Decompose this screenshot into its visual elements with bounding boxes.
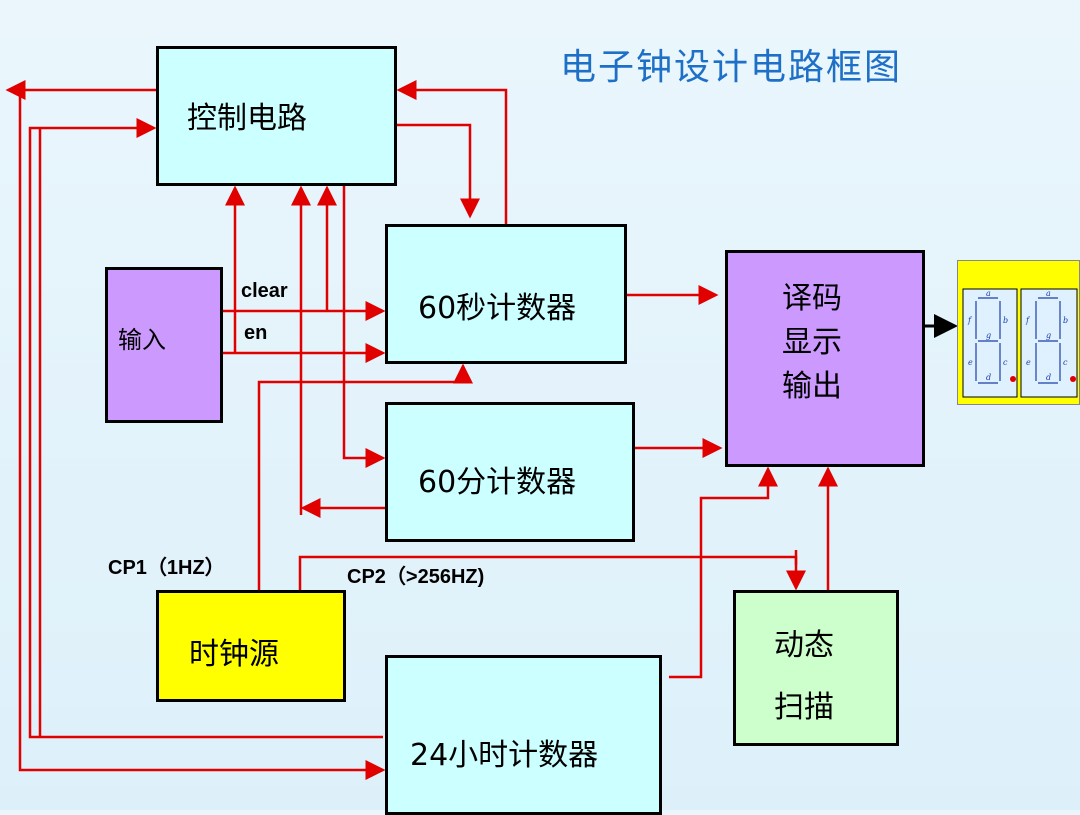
clear-signal-label: clear <box>241 280 288 302</box>
wire-sec-up-to-control <box>396 80 508 224</box>
svg-text:a: a <box>986 289 991 298</box>
dynamic-scan-label: 动态 扫描 <box>774 615 834 739</box>
cp1-signal-label: CP1（1HZ） <box>108 557 225 579</box>
decode-display-block: 译码 显示 输出 <box>725 250 925 467</box>
svg-text:d: d <box>1046 373 1051 382</box>
svg-text:b: b <box>1003 316 1008 325</box>
input-label: 输入 <box>118 326 166 354</box>
svg-text:e: e <box>1026 358 1031 367</box>
hour-counter-label: 24小时计数器 <box>410 738 599 773</box>
wire-hour-to-decode <box>669 466 778 679</box>
wire-control-right-down <box>397 123 480 219</box>
control-circuit-label: 控制电路 <box>187 101 307 136</box>
decode-line-2: 显示 <box>782 325 842 360</box>
seven-segment-icon: a b c d e f g a b c d e f g <box>962 288 1078 398</box>
svg-text:d: d <box>986 373 991 382</box>
wire-cp2 <box>298 555 806 591</box>
svg-text:e: e <box>968 358 973 367</box>
svg-text:f: f <box>1025 316 1031 325</box>
dynamic-scan-block: 动态 扫描 <box>733 590 899 746</box>
svg-text:f: f <box>967 316 973 325</box>
clock-source-block: 时钟源 <box>156 590 346 702</box>
en-signal-label: en <box>244 322 268 344</box>
svg-text:g: g <box>986 331 991 340</box>
input-block: 输入 <box>105 267 223 423</box>
minute-counter-label: 60分计数器 <box>418 465 577 500</box>
scan-line-1: 动态 <box>774 628 834 663</box>
decode-line-1: 译码 <box>782 281 842 316</box>
diagram-title: 电子钟设计电路框图 <box>560 47 903 88</box>
scan-line-2: 扫描 <box>774 690 834 725</box>
svg-text:a: a <box>1046 289 1051 298</box>
wire-left-loop-1 <box>18 90 386 780</box>
wire-ctrl-v4 <box>342 186 386 468</box>
svg-text:g: g <box>1046 331 1051 340</box>
wire-left-loop-2 <box>28 118 383 739</box>
second-counter-block: 60秒计数器 <box>385 224 627 364</box>
decode-display-label: 译码 显示 输出 <box>782 277 842 409</box>
control-circuit-block: 控制电路 <box>156 46 397 186</box>
svg-text:c: c <box>1003 358 1008 367</box>
wire-cp1 <box>257 363 473 590</box>
decode-line-3: 输出 <box>782 369 842 404</box>
seven-segment-display: a b c d e f g a b c d e f g <box>957 260 1080 405</box>
svg-text:b: b <box>1063 316 1068 325</box>
cp2-signal-label: CP2（>256HZ) <box>347 566 485 588</box>
second-counter-label: 60秒计数器 <box>418 291 577 326</box>
minute-counter-block: 60分计数器 <box>385 402 635 542</box>
svg-text:c: c <box>1063 358 1068 367</box>
clock-source-label: 时钟源 <box>189 637 279 672</box>
hour-counter-block: 24小时计数器 <box>385 655 662 815</box>
